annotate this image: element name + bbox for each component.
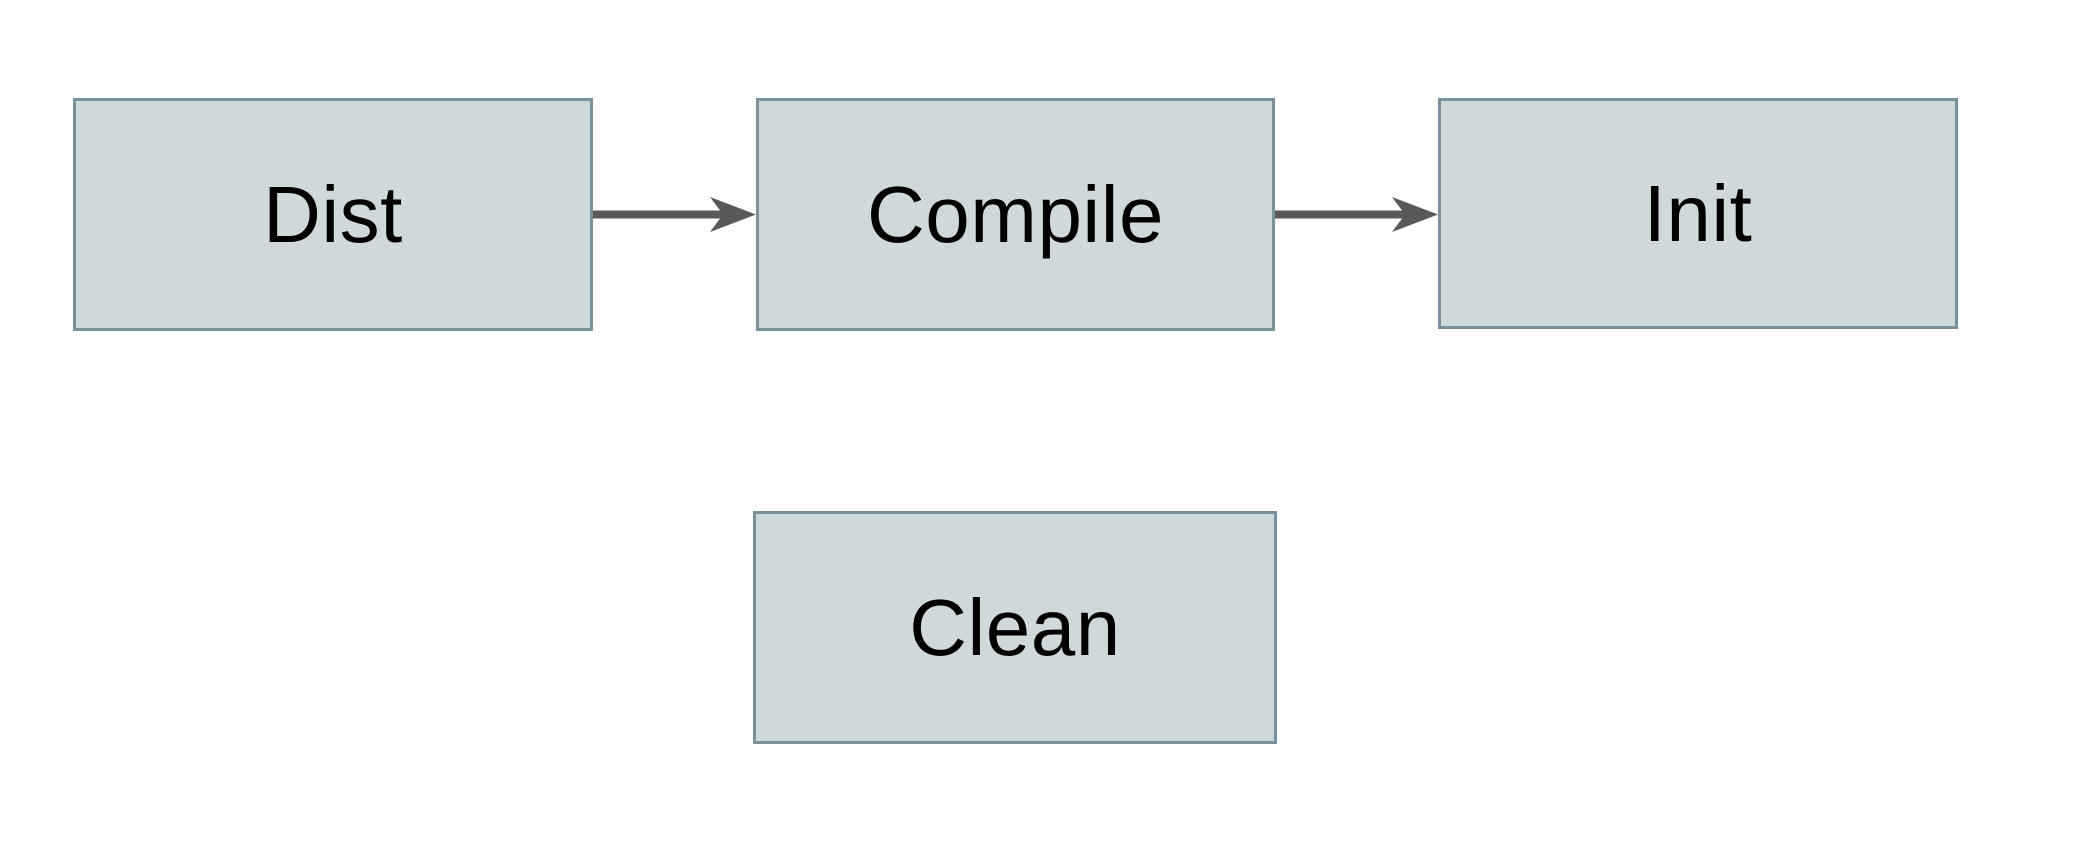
node-label-dist: Dist: [263, 169, 403, 259]
node-label-compile: Compile: [867, 169, 1164, 259]
node-compile: Compile: [756, 98, 1275, 331]
node-init: Init: [1438, 98, 1958, 329]
arrowhead-dist-to-compile: [710, 197, 756, 232]
node-dist: Dist: [73, 98, 593, 331]
node-clean: Clean: [753, 511, 1277, 744]
arrowhead-compile-to-init: [1392, 197, 1438, 232]
node-label-clean: Clean: [909, 582, 1121, 672]
node-label-init: Init: [1643, 168, 1753, 258]
